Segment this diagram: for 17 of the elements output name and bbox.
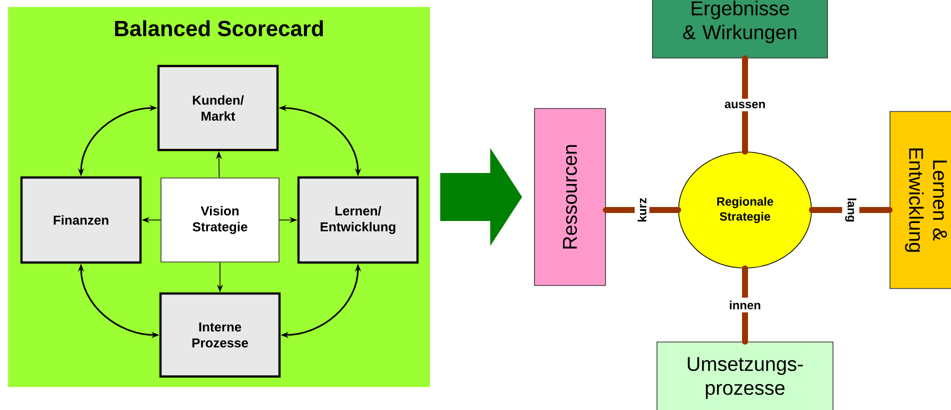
edge-label: aussen bbox=[721, 98, 769, 112]
edge-label: kurz bbox=[634, 194, 650, 226]
perspective-box: Kunden/ Markt bbox=[157, 64, 279, 152]
edge-label: innen bbox=[726, 298, 764, 312]
learning-box: Lernen & Entwicklung bbox=[890, 111, 951, 289]
connector-line bbox=[602, 207, 682, 213]
perspective-box: Interne Prozesse bbox=[159, 292, 281, 378]
perspective-box: Lernen/ Entwicklung bbox=[297, 176, 419, 264]
connector-line bbox=[742, 55, 748, 155]
vision-box: Vision Strategie bbox=[160, 178, 280, 262]
perspective-box: Finanzen bbox=[20, 176, 142, 264]
edge-label: lang bbox=[842, 194, 860, 226]
resource-box: Ressourcen bbox=[534, 108, 606, 286]
result-box: Ergebnisse & Wirkungen bbox=[652, 0, 828, 58]
process-box: Umsetzungs- prozesse bbox=[656, 342, 834, 410]
connector-line bbox=[742, 265, 748, 345]
block-arrow bbox=[440, 148, 522, 246]
